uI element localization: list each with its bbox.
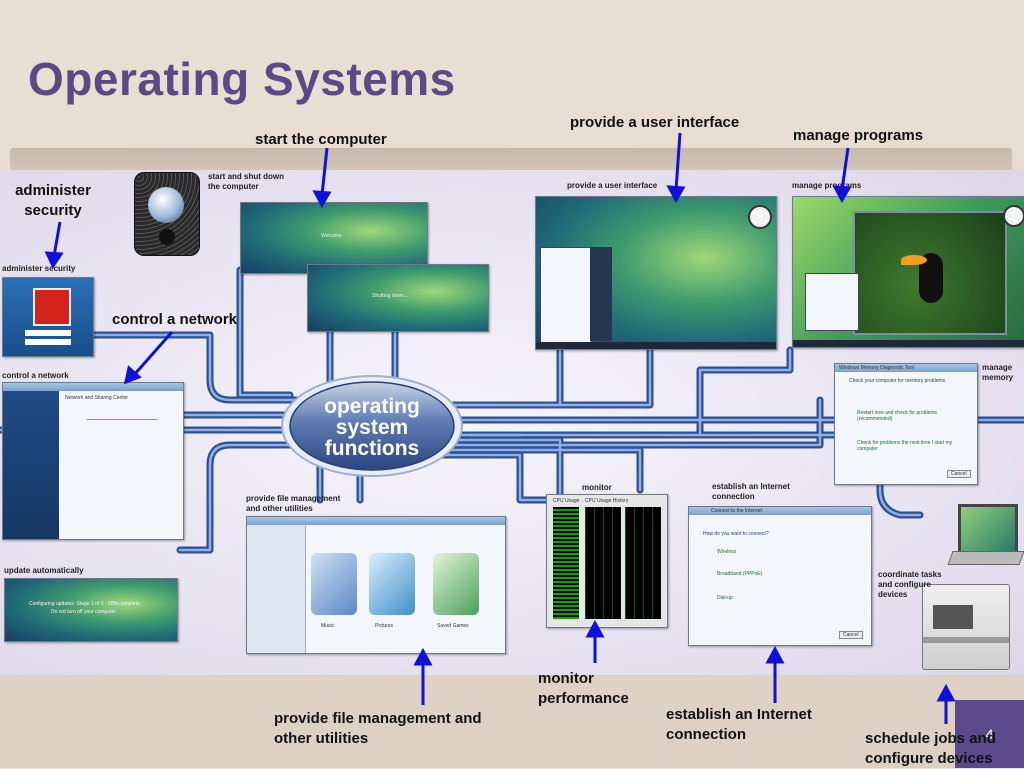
explorer-item-pictures[interactable]: Pictures — [375, 623, 394, 629]
caption-administer-security: administer security — [2, 264, 76, 273]
callout-control-network: control a network — [112, 311, 238, 328]
connect-option-broadband[interactable]: Broadband (PPPoE) — [717, 571, 763, 577]
password-field-2[interactable] — [25, 339, 71, 345]
caption-user-interface: provide a user interface — [567, 181, 658, 190]
shutdown-screen: Shutting down... — [307, 264, 489, 332]
cpu-usage-label: CPU Usage — [553, 498, 580, 504]
caption-file-management: provide file management and other utilit… — [246, 494, 341, 513]
calculator-window — [805, 273, 859, 331]
menu-right-pane — [590, 247, 612, 341]
music-folder-icon — [311, 553, 357, 615]
caption-update: update automatically — [4, 566, 84, 575]
memory-diagnostic-window: Windows Memory Diagnostic Tool Check you… — [834, 363, 978, 485]
caption-coordinate-tasks: coordinate tasks and configure devices — [878, 570, 942, 599]
user-picture-icon — [33, 288, 71, 326]
update-msg-2: Do not turn off your computer. — [51, 609, 118, 615]
update-screen: Configuring updates: Stage 1 of 3 - 50% … — [4, 578, 178, 642]
explorer-item-games[interactable]: Saved Games — [437, 623, 469, 629]
connector-pipes: operating system functions — [0, 266, 1024, 554]
network-center-window: Network and Sharing Center — [2, 382, 184, 540]
cpu-usage-graph — [553, 507, 579, 619]
clock-icon — [748, 205, 772, 229]
update-msg-1: Configuring updates: Stage 1 of 3 - 50% … — [29, 601, 142, 607]
memory-tool-title: Windows Memory Diagnostic Tool — [839, 365, 914, 371]
games-folder-icon — [433, 553, 479, 615]
printer-icon — [922, 584, 1010, 670]
diagram-panel: operating system functions start and shu… — [0, 170, 1024, 675]
taskbar — [536, 342, 776, 349]
security-login-screen — [2, 277, 94, 357]
callout-administer-security: administer security — [15, 182, 91, 219]
hub-line-2: system — [336, 416, 408, 439]
slide-title: Operating Systems — [28, 53, 456, 105]
task-manager-window: CPU Usage CPU Usage History — [546, 494, 668, 628]
caption-manage-programs: manage programs — [792, 181, 862, 190]
caption-control-network: control a network — [2, 371, 69, 380]
laptop-icon — [947, 504, 1024, 584]
explorer-nav-pane — [247, 525, 306, 653]
explorer-item-music[interactable]: Music — [321, 623, 335, 629]
caption-manage-memory: manage memory — [982, 363, 1014, 382]
power-button-icon — [134, 172, 200, 256]
pictures-folder-icon — [369, 553, 415, 615]
connect-title: Connect to the Internet — [711, 508, 762, 514]
callout-start-computer: start the computer — [255, 131, 387, 148]
explorer-window: Music Pictures Saved Games — [246, 516, 506, 654]
desktop-screenshot — [535, 196, 777, 350]
hub-line-1: operating — [324, 395, 420, 418]
cpu-history-graph-2 — [625, 507, 661, 619]
shutdown-text: Shutting down... — [372, 293, 408, 299]
hub-ellipse: operating system functions — [281, 375, 463, 477]
memory-question: Check your computer for memory problems — [849, 378, 946, 384]
welcome-text: Welcome — [321, 233, 342, 239]
connect-option-dialup[interactable]: Dial-up — [717, 595, 733, 601]
programs-screenshot — [792, 196, 1024, 348]
network-sidebar — [3, 391, 59, 539]
memory-option-1[interactable]: Restart now and check for problems (reco… — [857, 410, 938, 422]
connect-cancel-button[interactable]: Cancel — [839, 631, 863, 639]
cpu-history-graph-1 — [585, 507, 621, 619]
page-number: 4 — [955, 700, 1024, 768]
callout-internet-connection: establish an Internet connection — [666, 706, 812, 743]
caption-start-shutdown: start and shut down the computer — [208, 172, 284, 191]
welcome-screen: Welcome — [240, 202, 428, 274]
connect-option-wireless[interactable]: Wireless — [717, 549, 737, 555]
network-map — [87, 419, 157, 438]
hub-line-3: functions — [325, 437, 420, 460]
cpu-history-label: CPU Usage History — [585, 498, 629, 504]
callout-monitor-performance: monitor performance — [538, 670, 629, 707]
callout-user-interface: provide a user interface — [570, 114, 740, 131]
connect-internet-window: Connect to the Internet How do you want … — [688, 506, 872, 646]
network-center-title: Network and Sharing Center — [65, 395, 129, 401]
caption-internet-connection: establish an Internet connection — [712, 482, 790, 501]
connect-question: How do you want to connect? — [703, 531, 769, 537]
callout-manage-programs: manage programs — [793, 127, 924, 144]
memory-cancel-button[interactable]: Cancel — [947, 470, 971, 478]
callout-file-management: provide file management and other utilit… — [274, 710, 482, 747]
password-field[interactable] — [25, 330, 71, 336]
memory-option-2[interactable]: Check for problems the next time I start… — [857, 440, 953, 452]
callout-schedule-jobs: schedule jobs and configure devices — [865, 730, 996, 767]
